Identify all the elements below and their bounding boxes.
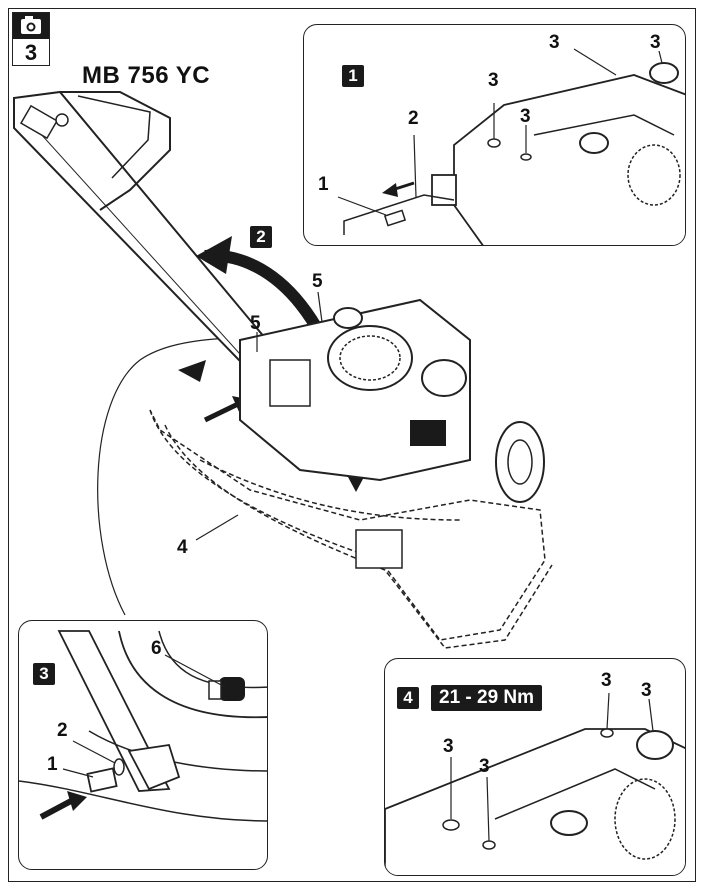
section-number: 3	[24, 40, 38, 65]
callout-3-b: 3	[520, 106, 531, 127]
model-label: MB 756 YC	[82, 62, 211, 89]
callout-6-bushing: 6	[151, 638, 162, 659]
callout-3-a: 3	[601, 670, 612, 691]
callout-3-b: 3	[641, 680, 652, 701]
callout-3-d: 3	[479, 756, 490, 777]
section-badge: 3	[12, 12, 50, 66]
callout-4-handle: 4	[177, 537, 188, 558]
step-3-badge: 3	[33, 663, 55, 685]
torque-label: 21 - 29 Nm	[431, 685, 543, 711]
callout-3-a: 3	[488, 70, 499, 91]
callout-1-screw: 1	[318, 174, 329, 195]
illustration-sheet	[8, 8, 696, 882]
callout-3-c: 3	[443, 736, 454, 757]
step-1-badge: 1	[342, 65, 364, 87]
camera-icon	[13, 13, 49, 39]
detail-panel-4: 4 21 - 29 Nm 3 3 3 3	[384, 658, 686, 876]
callout-3-c: 3	[549, 32, 560, 53]
callout-2-washer: 2	[408, 108, 419, 129]
step-2-badge: 2	[250, 226, 272, 248]
callout-5-engine: 5	[312, 271, 323, 292]
step-4-badge: 4	[397, 687, 419, 709]
callout-3-d: 3	[650, 32, 661, 53]
detail-panel-3: 3 6 2 1	[18, 620, 268, 870]
callout-1-screw: 1	[47, 754, 58, 775]
callout-5-mount: 5	[250, 313, 261, 334]
detail-panel-1: 1 1 2 3 3 3 3	[303, 24, 686, 246]
callout-2-washer: 2	[57, 720, 68, 741]
